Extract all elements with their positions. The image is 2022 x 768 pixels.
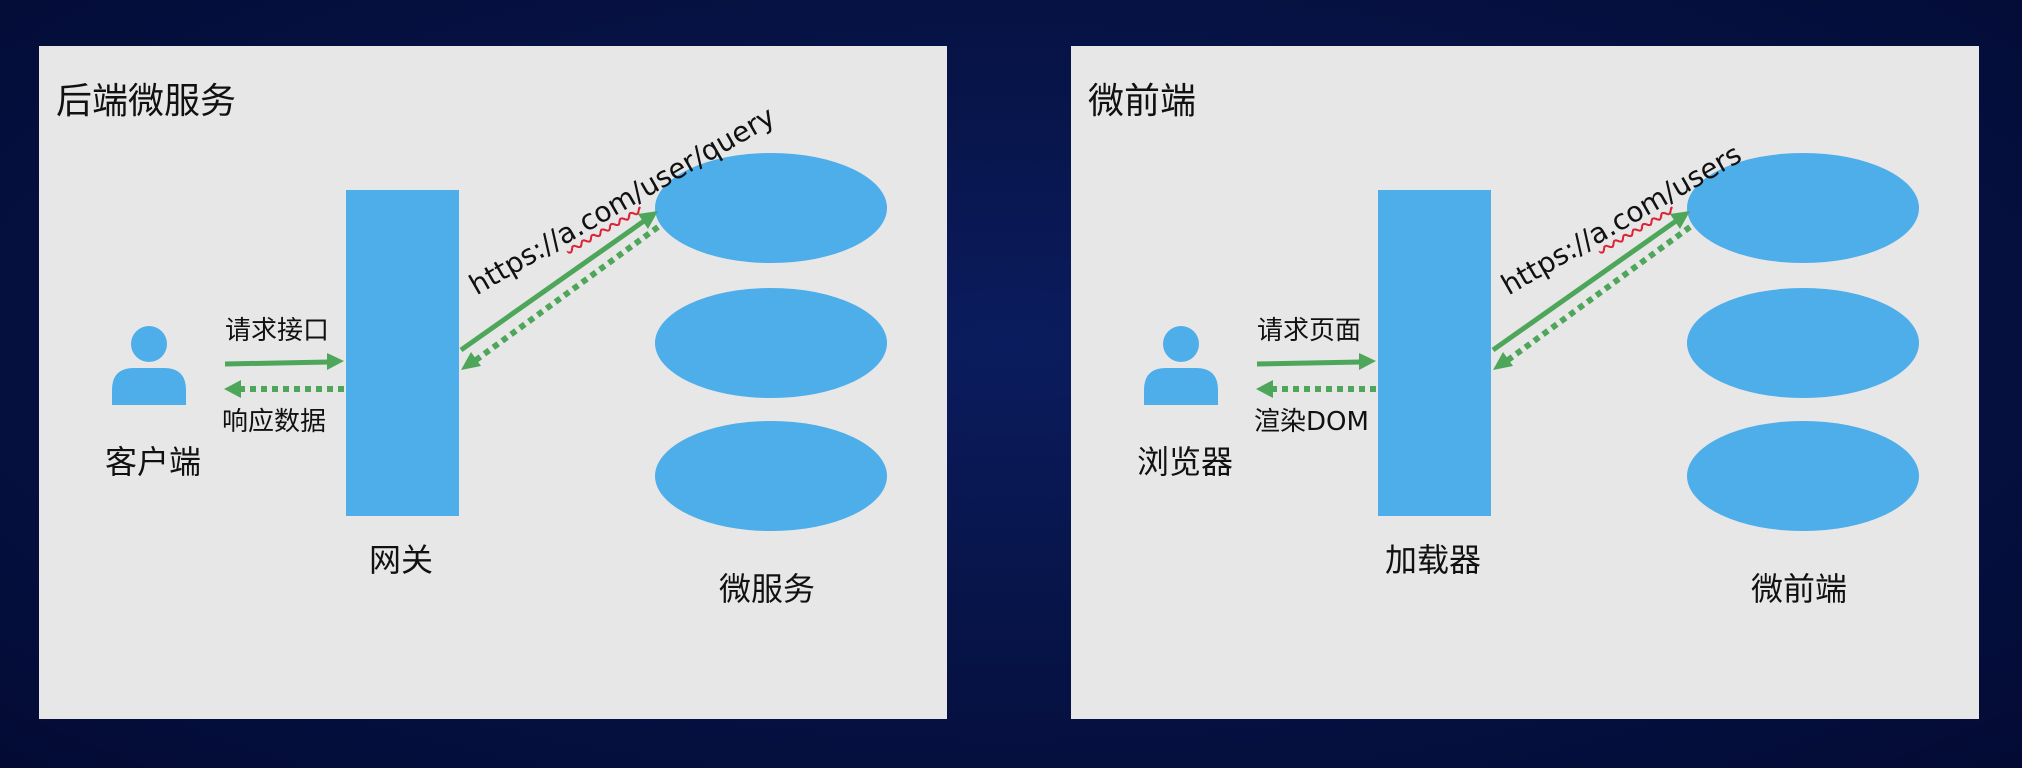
render-arrow <box>1256 380 1376 398</box>
return-arrow <box>1493 224 1692 370</box>
diagram-canvas <box>1144 153 1919 531</box>
micro-frontend-ellipse-1 <box>1687 153 1919 263</box>
forward-arrow <box>1491 211 1690 353</box>
micro-frontend-label: 微前端 <box>1751 570 1848 608</box>
request-label: 请求页面 <box>1257 316 1362 346</box>
response-label: 响应数据 <box>222 407 327 437</box>
request-arrow <box>224 353 344 370</box>
gateway-bar <box>346 190 459 516</box>
service-ellipse-2 <box>655 288 887 398</box>
forward-arrow <box>459 211 658 353</box>
panel-title: 微前端 <box>1088 81 1197 122</box>
panel-title: 后端微服务 <box>56 81 237 122</box>
user-icon <box>112 326 186 405</box>
loader-bar <box>1378 190 1491 516</box>
backend-microservices-panel: 后端微服务 客户端 请求接口 响应数据 网关 微服务 https://a.com… <box>39 46 947 719</box>
return-arrow <box>461 224 660 370</box>
micro-frontend-ellipse-3 <box>1687 421 1919 531</box>
request-arrow <box>1256 353 1376 370</box>
response-arrow <box>224 380 344 398</box>
service-ellipse-3 <box>655 421 887 531</box>
request-label: 请求接口 <box>225 316 330 346</box>
diagram-canvas <box>112 153 887 531</box>
micro-frontend-panel: 微前端 浏览器 请求页面 渲染DOM 加载器 微前端 https://a.com… <box>1071 46 1979 719</box>
loader-label: 加载器 <box>1385 541 1482 579</box>
render-label: 渲染DOM <box>1254 407 1369 437</box>
gateway-label: 网关 <box>369 541 434 579</box>
services-label: 微服务 <box>719 570 816 608</box>
micro-frontend-ellipse-2 <box>1687 288 1919 398</box>
browser-label: 浏览器 <box>1137 443 1234 481</box>
client-label: 客户端 <box>105 443 202 481</box>
user-icon <box>1144 326 1218 405</box>
service-ellipse-1 <box>655 153 887 263</box>
